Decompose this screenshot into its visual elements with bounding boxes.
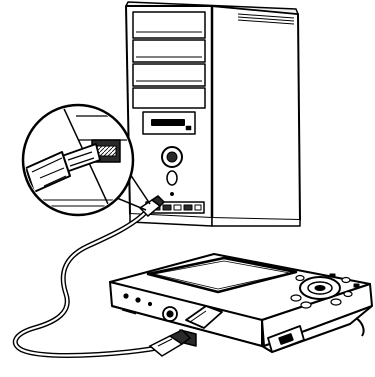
usb-plug-camera-end — [150, 330, 190, 356]
power-button — [162, 147, 182, 167]
drive-bay-4 — [133, 88, 205, 108]
power-led — [170, 192, 174, 196]
camera-strap-eyelet — [356, 318, 364, 336]
drive-bay-2 — [133, 40, 205, 62]
digital-camera — [110, 254, 372, 352]
drive-bay-3 — [133, 64, 205, 86]
computer-tower — [126, 2, 300, 226]
reset-button — [167, 171, 177, 185]
drive-bay-1 — [133, 12, 205, 38]
camera-control-pad — [300, 277, 340, 299]
